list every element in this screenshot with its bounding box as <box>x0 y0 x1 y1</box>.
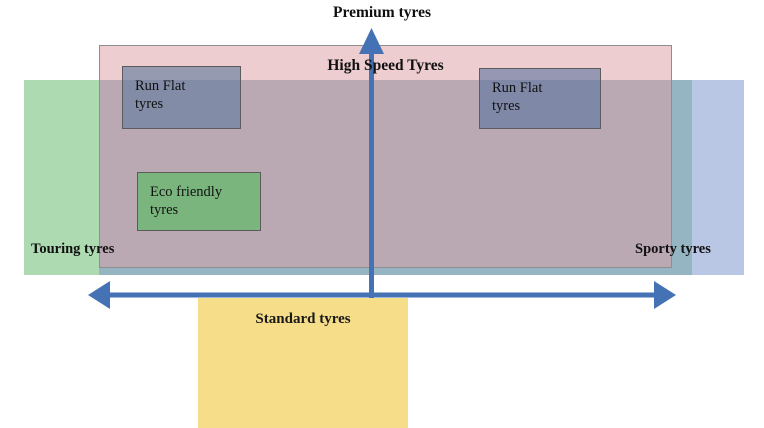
eco-friendly-tyres-box: Eco friendly tyres <box>137 172 261 231</box>
run-flat-right-line2: tyres <box>492 98 521 115</box>
run-flat-left-line1: Run Flat <box>135 78 186 94</box>
premium-tyres-label: Premium tyres <box>333 4 431 21</box>
touring-tyres-label: Touring tyres <box>31 241 115 257</box>
run-flat-right-line1: Run Flat <box>492 80 543 96</box>
eco-friendly-line1: Eco friendly <box>150 184 223 200</box>
run-flat-tyres-left-box: Run Flat tyres <box>122 66 241 129</box>
standard-tyres-label: Standard tyres <box>255 311 351 327</box>
standard-tyres-box: Standard tyres <box>198 298 408 428</box>
sporty-tyres-label: Sporty tyres <box>635 241 711 257</box>
run-flat-left-line2: tyres <box>135 96 164 113</box>
high-speed-tyres-label: High Speed Tyres <box>327 57 444 74</box>
eco-friendly-line2: tyres <box>150 202 179 219</box>
run-flat-tyres-right-box: Run Flat tyres <box>479 68 601 129</box>
